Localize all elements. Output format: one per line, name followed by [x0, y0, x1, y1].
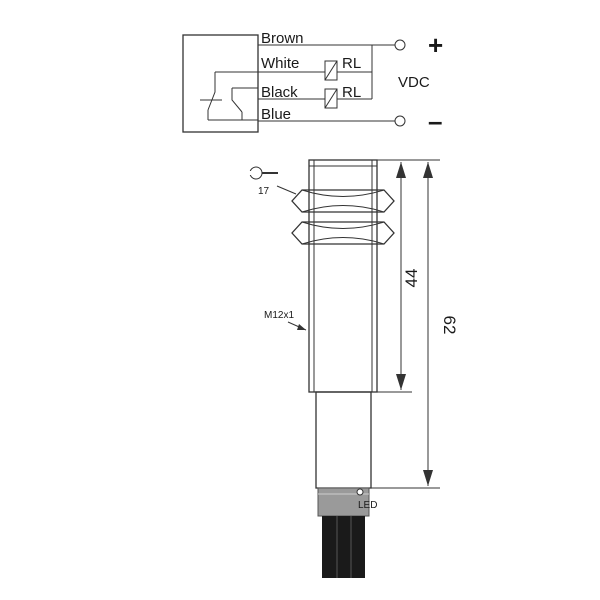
wrench-leader: [276, 185, 297, 195]
load-label-1: RL: [342, 55, 361, 72]
wrench-size-label: 17: [258, 186, 270, 197]
sensor-body: LED: [291, 159, 395, 578]
sensor-box: [182, 34, 259, 133]
lock-nut-lower: [291, 221, 395, 245]
wire-label-black: Black: [261, 84, 298, 101]
wire-label-blue: Blue: [261, 106, 291, 123]
supply-label: VDC: [398, 74, 430, 91]
terminal-minus: [394, 115, 406, 127]
minus-sign: –: [428, 106, 442, 136]
wrench-icon: [249, 166, 278, 180]
dimension-62-label: 62: [440, 316, 459, 335]
lock-nut-upper: [291, 189, 395, 213]
wire-label-white: White: [261, 55, 299, 72]
switch-symbol: [200, 71, 258, 121]
annotations: 17 M12x1 44 62: [249, 159, 459, 489]
load-resistor-1: [324, 60, 338, 81]
thread-label: M12x1: [264, 310, 294, 321]
wiring-diagram: Brown White Black Blue RL RL VDC + –: [182, 30, 443, 136]
load-label-2: RL: [342, 84, 361, 101]
wire-label-brown: Brown: [261, 30, 304, 47]
terminal-plus: [394, 39, 406, 51]
led-indicator: [356, 488, 364, 496]
sensor-housing: [315, 391, 372, 489]
plus-sign: +: [428, 30, 443, 60]
dimension-62: 62: [423, 162, 459, 486]
dimension-44-label: 44: [402, 269, 421, 288]
led-label: LED: [358, 500, 377, 511]
cable: [322, 516, 365, 578]
dimension-44: 44: [396, 162, 421, 390]
